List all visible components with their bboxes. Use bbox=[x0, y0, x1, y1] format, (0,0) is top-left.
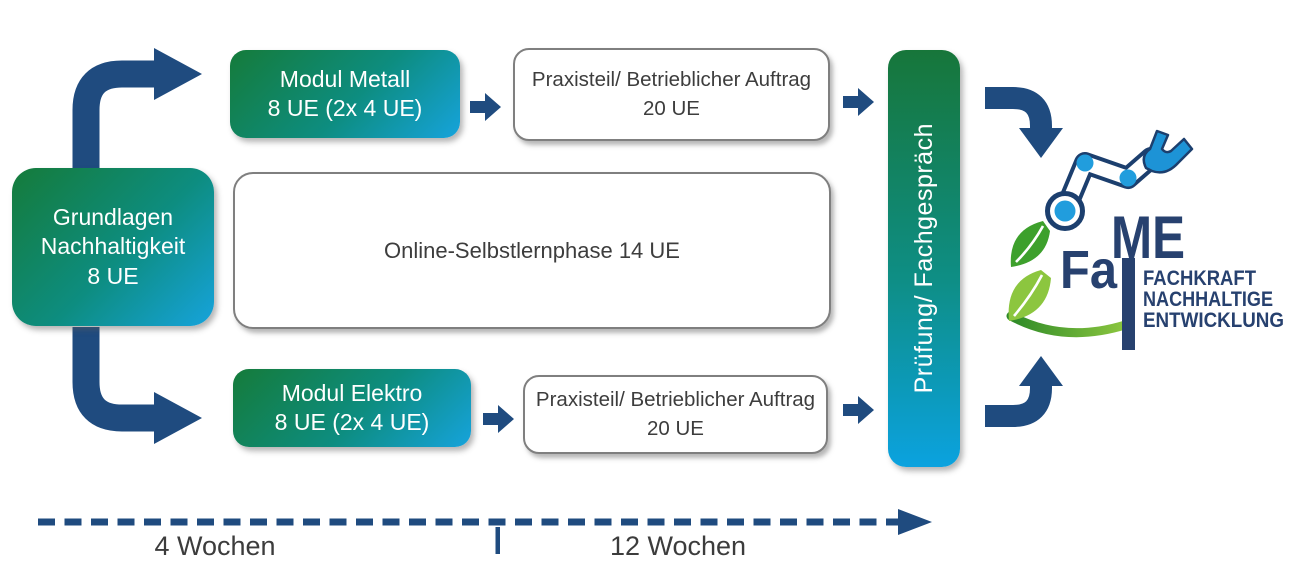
arrow-right-icon bbox=[470, 93, 501, 121]
curved-arrow-down-right-icon bbox=[72, 327, 202, 444]
logo-subtitle-line1: FACHKRAFT bbox=[1143, 267, 1256, 290]
robot-arm-icon bbox=[1045, 129, 1194, 231]
curved-arrow-up-right-icon bbox=[72, 48, 202, 170]
modul-elektro-box: Modul Elektro 8 UE (2x 4 UE) bbox=[233, 369, 471, 447]
praxisteil-bottom-label-line2: 20 UE bbox=[647, 416, 704, 440]
praxisteil-bottom-box: Praxisteil/ Betrieblicher Auftrag 20 UE bbox=[523, 375, 828, 454]
timeline-phase1-label: 4 Wochen bbox=[154, 531, 276, 561]
fame-wordmark: Fa ME FACHKRAFT NACHHALTIGE ENTWICKLUNG bbox=[1060, 204, 1284, 350]
gripper-claw-icon bbox=[1142, 129, 1194, 174]
leaves-icon bbox=[1008, 221, 1051, 321]
modul-metall-label-line1: Modul Metall bbox=[279, 65, 411, 92]
timeline-phase2-label: 12 Wochen bbox=[609, 531, 747, 561]
arrow-right-icon bbox=[483, 405, 514, 433]
online-selbstlernphase-box: Online-Selbstlernphase 14 UE bbox=[233, 172, 831, 329]
grundlagen-label-line1: Grundlagen bbox=[52, 203, 174, 230]
modul-elektro-label-line2: 8 UE (2x 4 UE) bbox=[274, 409, 430, 435]
modul-metall-label-line2: 8 UE (2x 4 UE) bbox=[267, 95, 423, 121]
wordmark-divider-bar bbox=[1122, 258, 1135, 350]
online-selbstlernphase-label: Online-Selbstlernphase 14 UE bbox=[384, 237, 680, 263]
praxisteil-top-box: Praxisteil/ Betrieblicher Auftrag 20 UE bbox=[513, 48, 830, 141]
grundlagen-label-line2: Nachhaltigkeit bbox=[40, 233, 186, 260]
modul-metall-box: Modul Metall 8 UE (2x 4 UE) bbox=[230, 50, 460, 138]
timeline-dashed-arrow bbox=[38, 509, 932, 554]
pruefung-label: Prüfung/ Fachgespräch bbox=[909, 123, 938, 394]
curved-arrow-right-down-icon bbox=[985, 87, 1063, 158]
grundlagen-box: Grundlagen Nachhaltigkeit 8 UE bbox=[12, 168, 214, 326]
leaf-swoosh-icon bbox=[1006, 311, 1130, 338]
praxisteil-top-label-line2: 20 UE bbox=[643, 96, 700, 120]
timeline-divider-tick bbox=[495, 527, 500, 554]
logo-subtitle-line2: NACHHALTIGE bbox=[1143, 288, 1273, 311]
pruefung-box: Prüfung/ Fachgespräch bbox=[888, 50, 960, 467]
fame-logo: Fa ME FACHKRAFT NACHHALTIGE ENTWICKLUNG bbox=[1006, 129, 1284, 350]
wordmark-fa: Fa bbox=[1060, 240, 1118, 300]
praxisteil-bottom-label-line1: Praxisteil/ Betrieblicher Auftrag bbox=[535, 387, 816, 411]
modul-elektro-label-line1: Modul Elektro bbox=[281, 379, 423, 406]
grundlagen-label-line3: 8 UE bbox=[87, 262, 139, 289]
arrow-right-icon bbox=[843, 88, 874, 116]
curved-arrow-right-up-icon bbox=[985, 356, 1063, 427]
logo-subtitle-line3: ENTWICKLUNG bbox=[1143, 309, 1284, 332]
praxisteil-top-label-line1: Praxisteil/ Betrieblicher Auftrag bbox=[531, 67, 812, 91]
arrow-right-icon bbox=[843, 396, 874, 424]
